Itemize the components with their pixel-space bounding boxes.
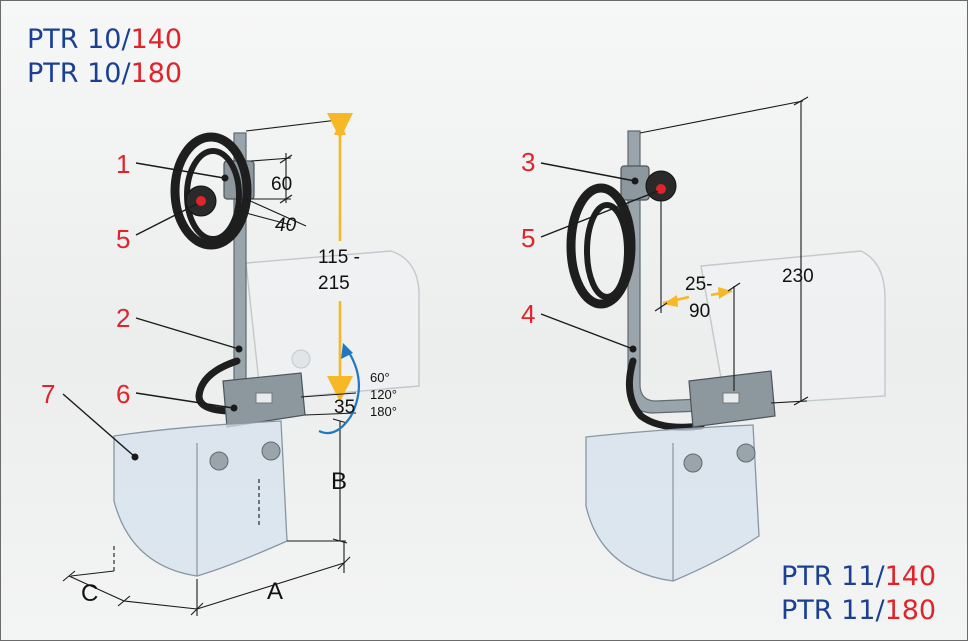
model-title-ptr11-140: PTR 11/140 xyxy=(781,560,936,594)
left-angle-60: 60° xyxy=(370,370,390,385)
left-dim-C: C xyxy=(81,580,98,607)
left-dimension-lines xyxy=(62,113,360,616)
right-dim-230: 230 xyxy=(782,266,814,287)
series-label: PTR 11/ xyxy=(781,595,885,626)
left-callout-2: 2 xyxy=(116,303,130,333)
left-callout-6: 6 xyxy=(116,379,130,409)
size-label: 180 xyxy=(130,58,183,89)
model-title-ptr11-180: PTR 11/180 xyxy=(781,594,936,628)
series-label: PTR 10/ xyxy=(27,24,131,55)
model-title-ptr10-180: PTR 10/180 xyxy=(27,57,182,91)
series-label: PTR 11/ xyxy=(781,561,885,592)
size-label: 140 xyxy=(130,24,183,55)
left-angle-180: 180° xyxy=(370,404,397,419)
model-title-ptr10-140: PTR 10/140 xyxy=(27,23,182,57)
right-model-titles: PTR 11/140 PTR 11/180 xyxy=(781,560,936,628)
series-label: PTR 10/ xyxy=(27,58,131,89)
left-dim-B: B xyxy=(331,468,347,495)
left-assembly xyxy=(113,132,420,577)
right-callout-3: 3 xyxy=(521,147,535,177)
left-dim-35: 35 xyxy=(334,397,355,418)
right-dim-25: 25- xyxy=(685,274,712,295)
left-chip-shield xyxy=(113,420,288,577)
right-callout-leaders xyxy=(540,162,665,353)
size-label: 180 xyxy=(884,595,937,626)
left-dim-115: 115 - xyxy=(318,247,360,268)
left-dim-40: 40 xyxy=(275,215,297,236)
left-dim-60: 60 xyxy=(271,174,292,195)
size-label: 140 xyxy=(884,561,937,592)
left-callout-1: 1 xyxy=(116,149,130,179)
right-dimension-lines xyxy=(639,96,809,406)
right-assembly xyxy=(566,130,886,582)
left-dim-215: 215 xyxy=(318,273,350,294)
left-cable-coil xyxy=(170,132,252,250)
right-callout-4: 4 xyxy=(521,299,535,329)
right-dim-90: 90 xyxy=(689,301,710,322)
right-cable-coil xyxy=(566,183,636,309)
left-callout-7: 7 xyxy=(41,379,55,409)
left-dim-A: A xyxy=(267,578,283,605)
left-callout-leaders xyxy=(62,162,243,461)
left-angle-120: 120° xyxy=(370,387,397,402)
left-callout-5: 5 xyxy=(116,224,130,254)
right-callout-5: 5 xyxy=(521,223,535,253)
left-model-titles: PTR 10/140 PTR 10/180 xyxy=(27,23,182,91)
